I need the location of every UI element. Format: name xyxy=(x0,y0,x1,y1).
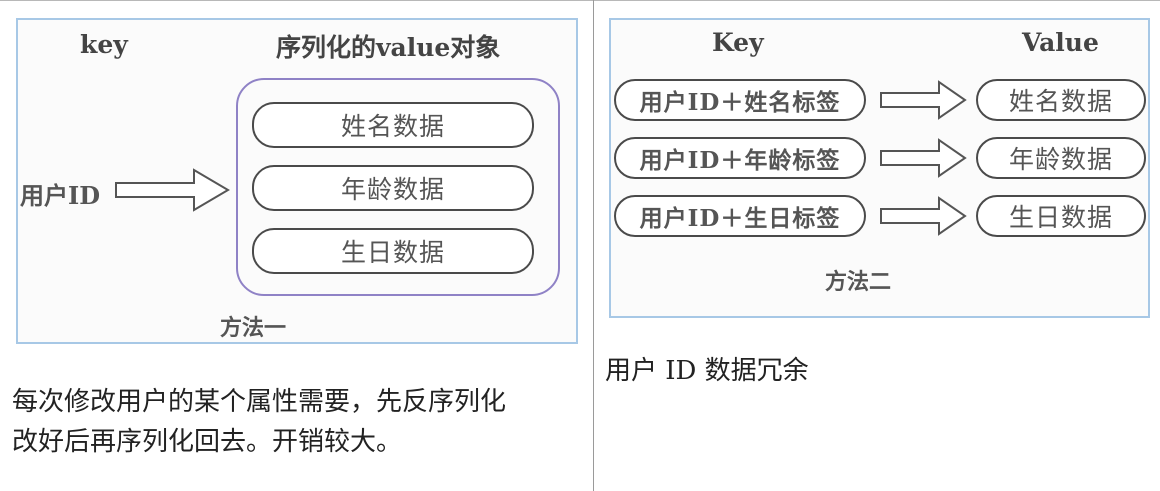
value-item-name: 姓名数据 xyxy=(252,102,534,148)
value-item-age: 年龄数据 xyxy=(252,165,534,211)
method-two-note: 用户 ID 数据冗余 xyxy=(605,356,809,386)
method-one-note-line2: 改好后再序列化回去。开销较大。 xyxy=(12,427,403,457)
value-pill-birthday: 生日数据 xyxy=(976,195,1146,237)
right-arrow-icon xyxy=(880,80,967,120)
right-arrow-icon xyxy=(880,196,967,236)
key-header: Key xyxy=(712,28,764,57)
value-pill-name: 姓名数据 xyxy=(976,79,1146,121)
serialized-value-object: 姓名数据 年龄数据 生日数据 xyxy=(236,78,560,296)
right-arrow-icon xyxy=(880,138,967,178)
method-two-caption: 方法二 xyxy=(825,269,892,295)
method-two-diagram: Key Value 用户ID＋姓名标签 姓名数据 用户ID＋年龄标签 年龄数据 … xyxy=(609,18,1150,318)
key-header: key xyxy=(80,30,128,59)
method-one-diagram: key 序列化的value对象 用户ID 姓名数据 年龄数据 生日数据 方法一 xyxy=(16,18,578,344)
value-item-birthday: 生日数据 xyxy=(252,228,534,274)
value-object-header: 序列化的value对象 xyxy=(276,33,501,62)
right-arrow-icon xyxy=(115,168,230,212)
user-id-key-label: 用户ID xyxy=(20,181,101,210)
key-pill-name: 用户ID＋姓名标签 xyxy=(614,79,866,121)
method-one-caption: 方法一 xyxy=(220,315,287,341)
method-one-note: 每次修改用户的某个属性需要，先反序列化 改好后再序列化回去。开销较大。 xyxy=(12,382,506,462)
value-header: Value xyxy=(1022,28,1099,57)
column-divider xyxy=(593,0,594,491)
top-rule xyxy=(0,0,1160,1)
value-pill-age: 年龄数据 xyxy=(976,137,1146,179)
method-one-note-line1: 每次修改用户的某个属性需要，先反序列化 xyxy=(12,387,507,417)
key-pill-age: 用户ID＋年龄标签 xyxy=(614,137,866,179)
key-pill-birthday: 用户ID＋生日标签 xyxy=(614,195,866,237)
